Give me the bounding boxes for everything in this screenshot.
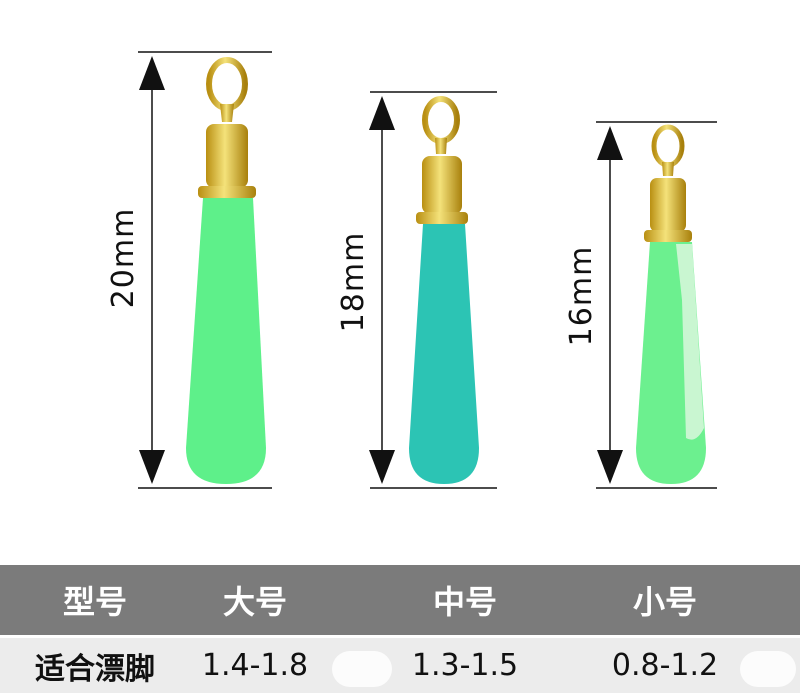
dimension-label: 16mm (564, 246, 599, 347)
float-body (186, 198, 266, 484)
float-small: 16mm (564, 121, 717, 489)
header-small: 小号 (632, 583, 697, 621)
swivel-collar (644, 230, 692, 242)
float-body (409, 224, 479, 484)
float-highlight (676, 244, 704, 440)
dimension-label: 20mm (106, 208, 141, 309)
spec-table-header: 型号 大号 中号 小号 (0, 565, 800, 635)
header-model: 型号 (62, 583, 127, 621)
swivel-neck (435, 138, 447, 154)
header-large: 大号 (222, 583, 287, 621)
swivel-barrel (206, 124, 248, 188)
eye-ring-icon (651, 124, 685, 168)
row-label: 适合漂脚 (35, 651, 155, 687)
watermark-blur (332, 651, 392, 687)
swivel-neck (220, 104, 234, 122)
arrow-up-icon (597, 126, 623, 160)
swivel-collar (416, 212, 468, 224)
value-medium: 1.3-1.5 (411, 648, 519, 683)
float-large: 20mm (106, 51, 272, 489)
spec-table: 型号 大号 中号 小号 适合漂脚 1.4-1.8 1.3-1.5 0.8-1.2 (0, 565, 800, 693)
product-illustration: 20mm 18mm 16mm (106, 51, 717, 489)
swivel-barrel (650, 178, 686, 232)
arrow-up-icon (139, 56, 165, 90)
header-medium: 中号 (432, 583, 497, 621)
float-medium: 18mm (336, 91, 497, 489)
spec-table-row: 适合漂脚 1.4-1.8 1.3-1.5 0.8-1.2 (0, 638, 800, 693)
eye-ring-icon (206, 57, 248, 111)
arrow-down-icon (369, 450, 395, 484)
eye-ring-icon (422, 96, 460, 144)
swivel-barrel (422, 156, 462, 214)
swivel-collar (198, 186, 256, 198)
watermark-blur (740, 651, 796, 687)
dimension-label: 18mm (336, 232, 371, 333)
arrow-down-icon (597, 450, 623, 484)
arrow-up-icon (369, 96, 395, 130)
arrow-down-icon (139, 450, 165, 484)
value-large: 1.4-1.8 (201, 648, 309, 683)
swivel-neck (662, 162, 674, 176)
value-small: 0.8-1.2 (611, 648, 719, 683)
